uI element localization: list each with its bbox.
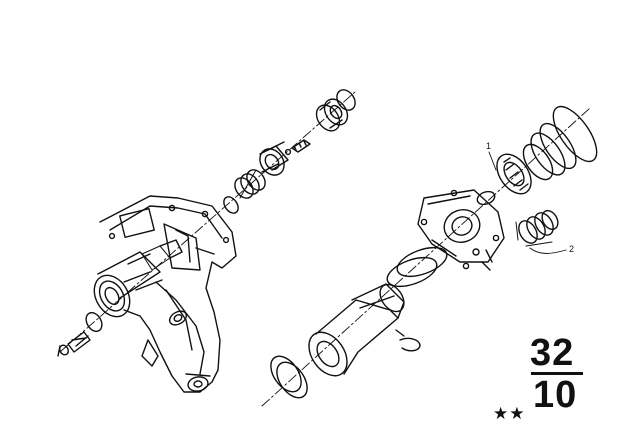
- callout-leaders: [488, 151, 567, 254]
- group-number-bottom: 10: [533, 374, 578, 416]
- cover-screws: [481, 249, 493, 271]
- group-number-divider: [531, 372, 583, 375]
- upper-piston: [315, 98, 349, 132]
- seal-kit: [515, 209, 559, 247]
- upper-seal-ring: [336, 89, 356, 111]
- callout-1-label: 1: [486, 141, 492, 151]
- adjusting-screw: [57, 331, 91, 357]
- marker-stars: ★★: [493, 404, 526, 423]
- valve-body: [259, 141, 289, 176]
- spring-pin: [284, 139, 311, 156]
- steering-gear-housing: [93, 195, 237, 393]
- retaining-clip: [399, 337, 421, 352]
- group-number-top: 32: [530, 332, 575, 374]
- end-cap-rings: [270, 355, 308, 399]
- bore-seal-ring: [85, 311, 103, 333]
- lock-pin: [395, 329, 405, 337]
- cover-plate: [417, 189, 505, 270]
- washer-small: [223, 196, 239, 214]
- cover-o-ring: [476, 190, 496, 206]
- valve-spring-stack: [234, 169, 266, 199]
- power-cylinder: [308, 283, 405, 377]
- needle-bearing: [496, 153, 532, 195]
- assembly-axis-lines: [59, 91, 591, 407]
- thrust-washer-stack: [522, 105, 598, 181]
- callout-2-label: 2: [569, 244, 575, 254]
